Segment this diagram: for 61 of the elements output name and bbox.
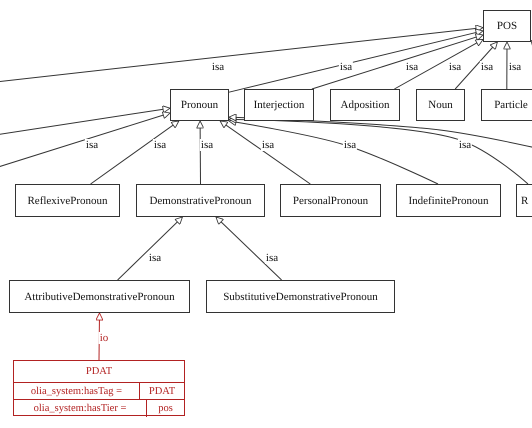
class-box [396, 184, 501, 217]
class-name: DemonstrativePronoun [149, 194, 252, 206]
edge-label: isa [152, 139, 168, 151]
class-box [280, 184, 381, 217]
class-name: POS [496, 20, 518, 32]
attribute-table [13, 360, 185, 416]
attribute-name: olia_system:hasTier = [32, 402, 128, 416]
edge-label: isa [404, 61, 420, 73]
arrow [90, 120, 180, 184]
class-box [481, 89, 532, 121]
arrow [96, 312, 104, 360]
edge-label: isa [458, 139, 472, 151]
edge-label: isa [448, 61, 462, 73]
edge-label: isa [84, 139, 100, 151]
class-name: Pronoun [180, 99, 218, 111]
class-name: Interjection [254, 99, 304, 111]
edge-label: isa [338, 61, 354, 73]
arrow [220, 120, 311, 184]
arrow [0, 105, 170, 136]
edge-label: isa [200, 139, 214, 151]
class-box [416, 89, 465, 121]
class-name: ReflexivePronoun [27, 194, 108, 206]
class-name: IndefinitePronoun [408, 194, 489, 206]
arrow [394, 38, 484, 90]
arrow [0, 111, 170, 168]
class-box [330, 89, 400, 121]
class-box [244, 89, 314, 121]
arrow [311, 33, 484, 90]
class-box [136, 184, 265, 217]
class-box [483, 10, 531, 42]
arrow [454, 42, 498, 90]
arrow [196, 120, 204, 184]
edge-label: isa [342, 139, 358, 151]
class-box [206, 280, 395, 313]
edge-label: isa [508, 61, 522, 73]
edge-label: isa [480, 61, 494, 73]
attribute-name: olia_system:hasTag = [30, 384, 124, 398]
edge-label: isa [264, 252, 280, 264]
arrow [0, 24, 484, 82]
arrow [215, 216, 282, 280]
class-name: Adposition [340, 99, 390, 111]
class-box [170, 89, 229, 121]
edge-label: isa [260, 139, 276, 151]
class-box [15, 184, 120, 217]
edge-label: io [98, 332, 110, 344]
attribute-value: pos [146, 400, 184, 417]
class-name: SubstitutiveDemonstrativePronoun [223, 290, 378, 302]
class-name: PersonalPronoun [292, 194, 368, 206]
attribute-value: PDAT [139, 383, 184, 399]
edge-label: isa [210, 61, 226, 73]
table-heading: PDAT [84, 365, 114, 379]
edge-label: isa [148, 252, 162, 264]
arrow [503, 42, 511, 90]
arrow [228, 28, 484, 93]
class-name: Noun [428, 99, 453, 111]
class-name: Particle [494, 99, 528, 111]
class-box [9, 280, 190, 313]
arrow [228, 118, 438, 184]
class-name: AttributiveDemonstrativePronoun [24, 290, 175, 302]
class-name: R [521, 194, 528, 206]
arrow [117, 216, 183, 280]
